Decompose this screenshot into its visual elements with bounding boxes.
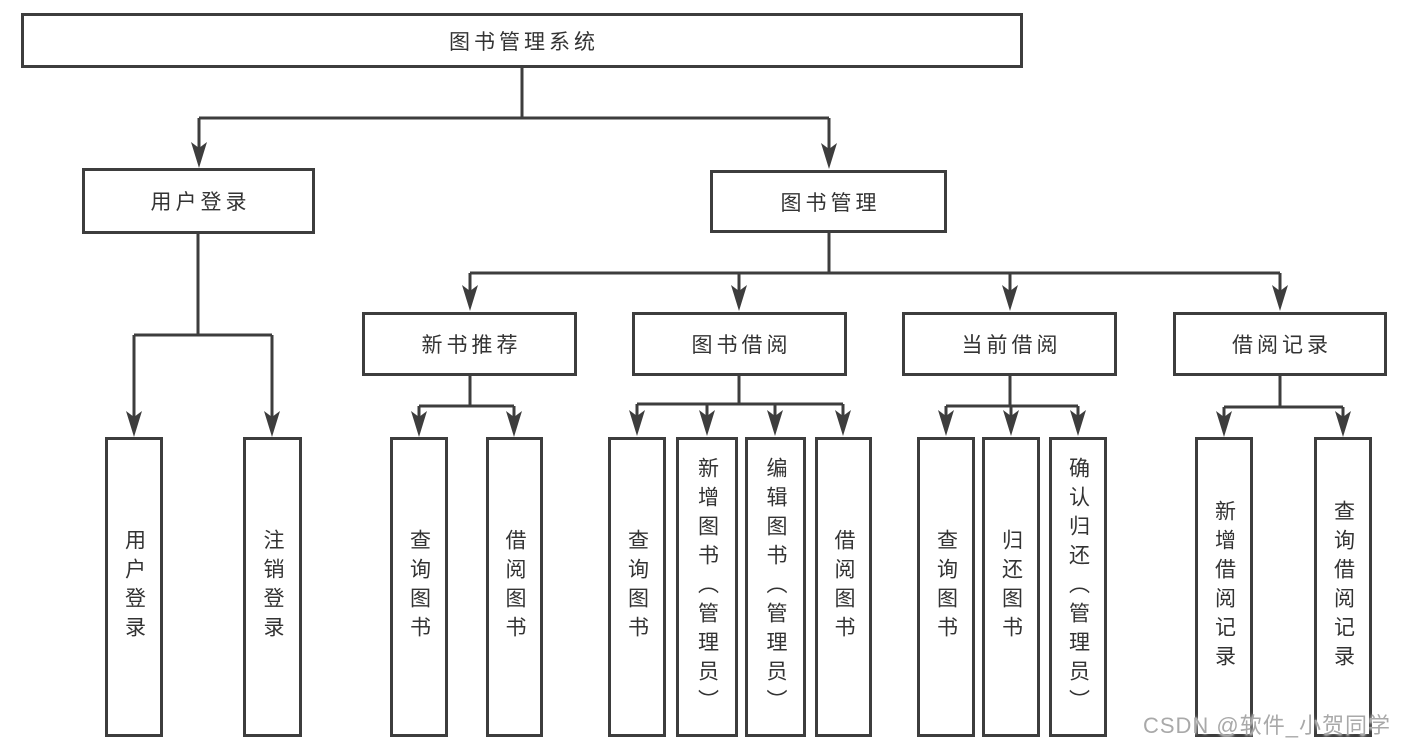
node-borrow-records: 借阅记录 — [1173, 312, 1387, 376]
leaf-user-login-label: 用户登录 — [122, 529, 146, 645]
leaf-confirm-return-admin: 确认归还（管理员） — [1049, 437, 1107, 737]
leaf-confirm-return-admin-label: 确认归还（管理员） — [1066, 456, 1090, 718]
leaf-return-books: 归还图书 — [982, 437, 1040, 737]
node-book-management: 图书管理 — [710, 170, 947, 233]
csdn-watermark: CSDN @软件_小贺同学 — [1142, 713, 1391, 738]
leaf-add-book-admin-label: 新增图书（管理员） — [695, 456, 719, 718]
leaf-query-borrow-record-label: 查询借阅记录 — [1331, 500, 1355, 674]
leaf-return-books-label: 归还图书 — [999, 529, 1023, 645]
node-book-borrow: 图书借阅 — [632, 312, 847, 376]
leaf-add-borrow-record: 新增借阅记录 — [1195, 437, 1253, 737]
leaf-query-books-current: 查询图书 — [917, 437, 975, 737]
leaf-borrow-books-recommend-label: 借阅图书 — [503, 529, 526, 645]
leaf-edit-book-admin: 编辑图书（管理员） — [745, 437, 806, 737]
leaf-query-books-current-label: 查询图书 — [934, 529, 958, 645]
leaf-user-login: 用户登录 — [105, 437, 163, 737]
leaf-query-books-recommend-label: 查询图书 — [407, 529, 431, 645]
node-book-borrow-label: 图书借阅 — [691, 334, 792, 357]
root-node: 图书管理系统 — [21, 13, 1023, 68]
leaf-query-books-recommend: 查询图书 — [390, 437, 448, 737]
node-user-login-label: 用户登录 — [150, 191, 251, 214]
leaf-add-borrow-record-label: 新增借阅记录 — [1212, 500, 1236, 674]
leaf-edit-book-admin-label: 编辑图书（管理员） — [764, 456, 787, 718]
leaf-borrow-books-recommend: 借阅图书 — [486, 437, 543, 737]
node-new-book-recommend-label: 新书推荐 — [421, 334, 522, 357]
node-new-book-recommend: 新书推荐 — [362, 312, 577, 376]
node-current-borrow-label: 当前借阅 — [961, 334, 1062, 357]
leaf-query-books-borrow: 查询图书 — [608, 437, 666, 737]
leaf-logout: 注销登录 — [243, 437, 302, 737]
node-book-management-label: 图书管理 — [780, 191, 881, 215]
leaf-borrow-books: 借阅图书 — [815, 437, 872, 737]
leaf-query-books-borrow-label: 查询图书 — [625, 529, 649, 645]
leaf-logout-label: 注销登录 — [261, 529, 284, 645]
leaf-add-book-admin: 新增图书（管理员） — [676, 437, 738, 737]
node-borrow-records-label: 借阅记录 — [1232, 334, 1332, 357]
leaf-query-borrow-record: 查询借阅记录 — [1314, 437, 1372, 737]
node-user-login: 用户登录 — [82, 168, 315, 234]
leaf-borrow-books-label: 借阅图书 — [832, 529, 855, 645]
root-node-label: 图书管理系统 — [449, 30, 599, 54]
node-current-borrow: 当前借阅 — [902, 312, 1117, 376]
